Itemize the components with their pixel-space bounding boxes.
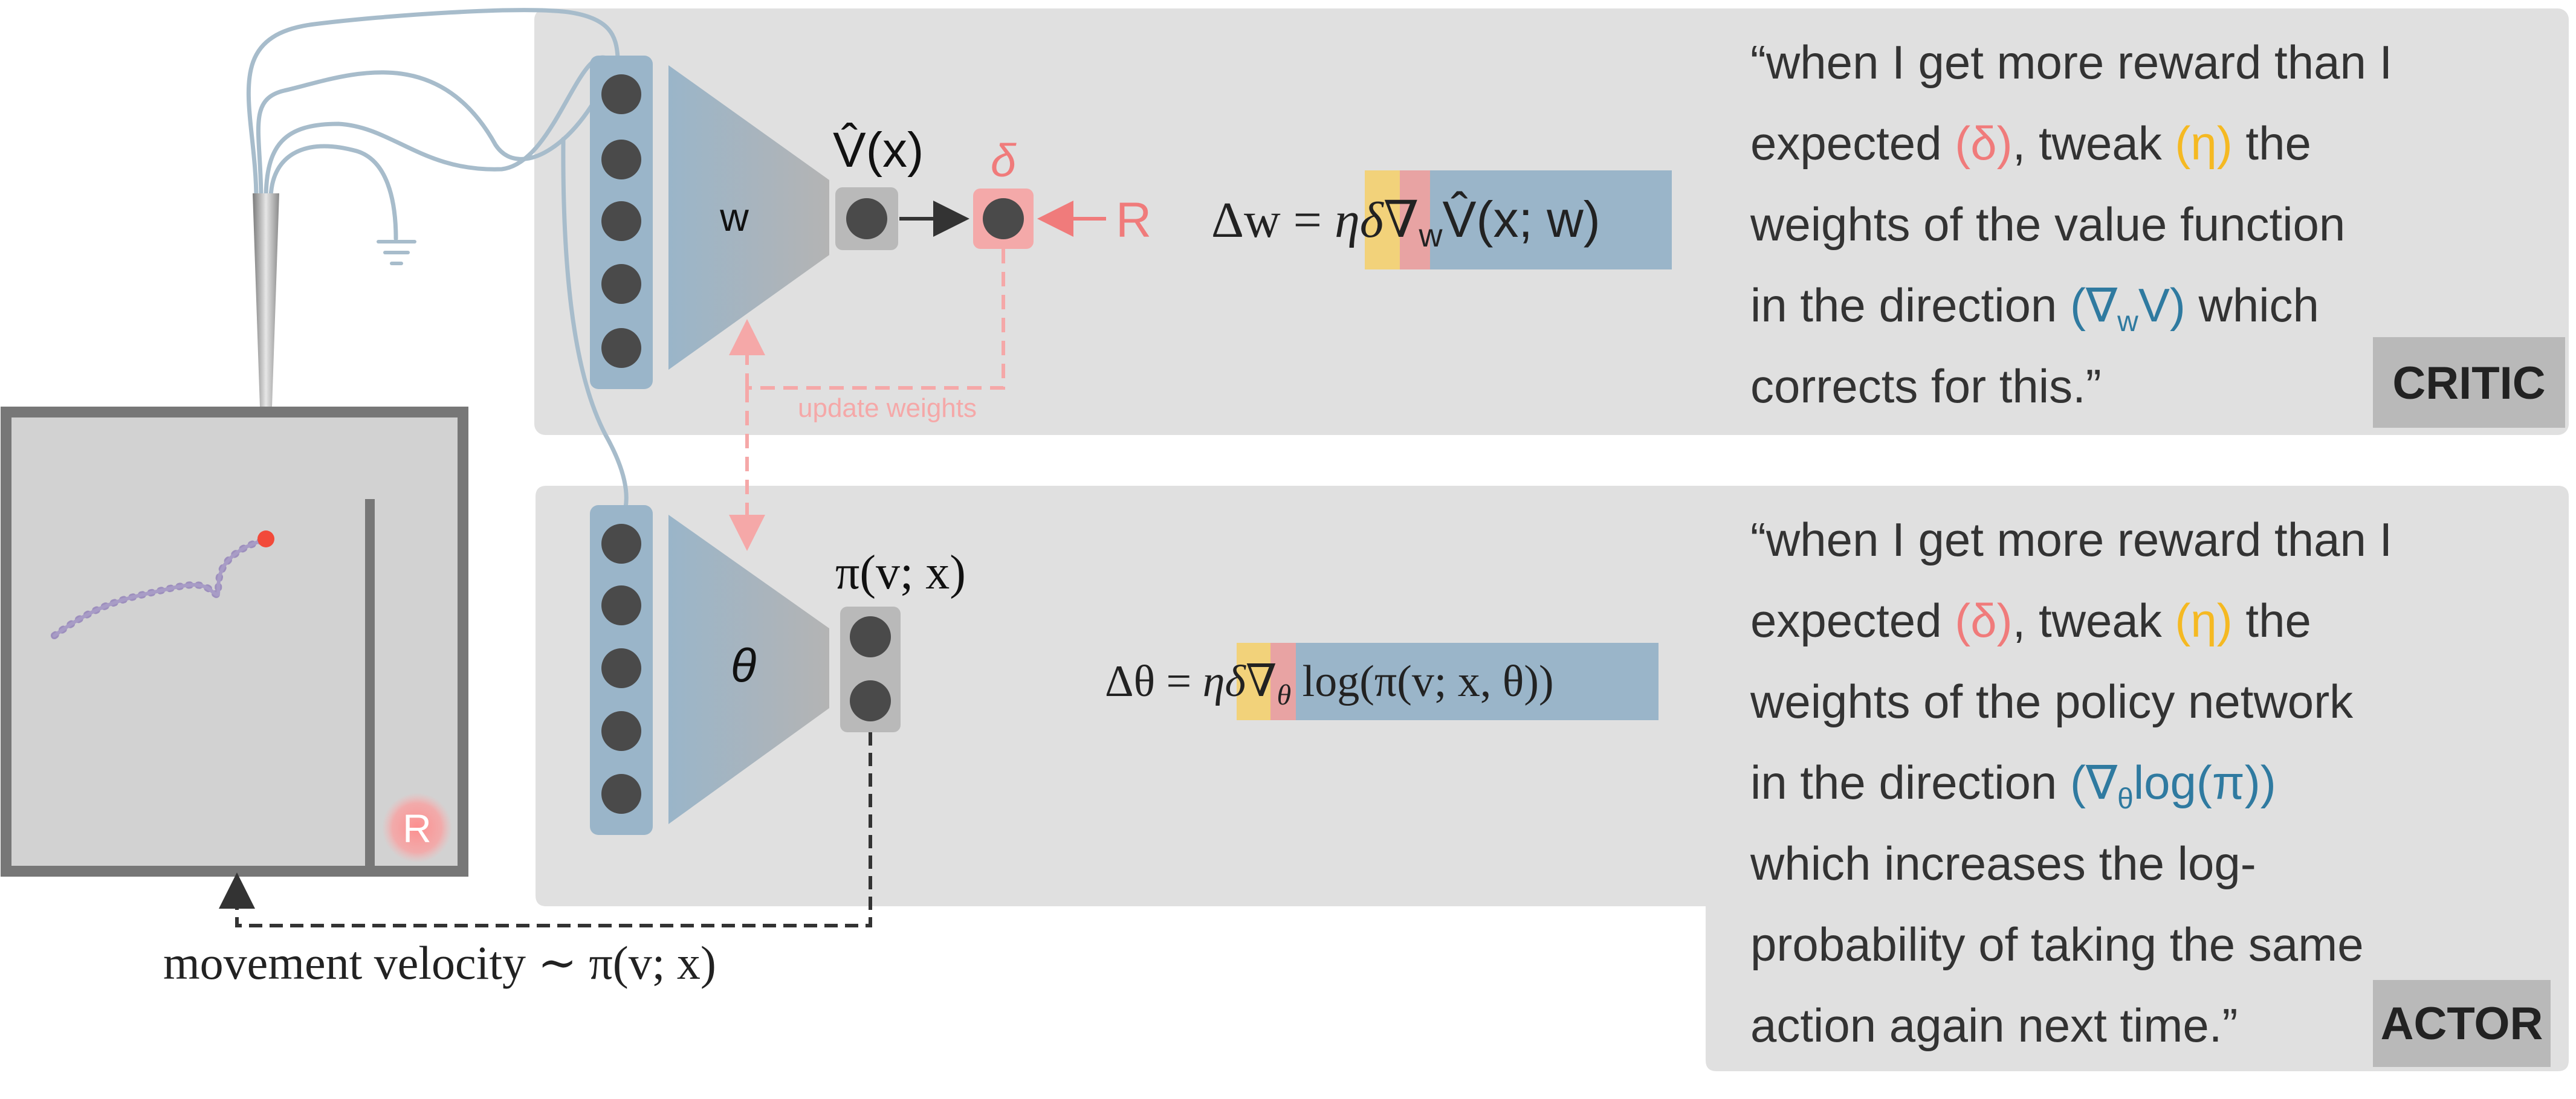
critic-quote: “when I get more reward than I expected … xyxy=(1750,36,2392,413)
critic-eq-grad-sub: w xyxy=(1418,218,1443,254)
update-weights-connector xyxy=(747,249,1005,390)
svg-text:expected (δ), tweak (η) the: expected (δ), tweak (η) the xyxy=(1750,117,2311,170)
actor-weights-trapezoid xyxy=(668,515,829,824)
critic-value-label: V̂(x) xyxy=(833,122,924,178)
probe-wires xyxy=(246,8,629,510)
arena-wall xyxy=(365,499,375,871)
ground-icon xyxy=(377,240,416,265)
critic-tag-box xyxy=(2373,337,2565,428)
animal-position xyxy=(257,530,274,547)
actor-eq-grad: ∇ xyxy=(1246,657,1277,706)
svg-text:“when I get more reward than I: “when I get more reward than I xyxy=(1750,513,2392,566)
critic-tag: CRITIC xyxy=(2392,358,2545,409)
trajectory xyxy=(51,535,270,639)
critic-reward-label: R xyxy=(1116,193,1151,248)
svg-text:corrects for this.”: corrects for this.” xyxy=(1750,359,2102,413)
actor-policy-node-1 xyxy=(850,616,891,657)
probe-icon xyxy=(253,193,279,532)
critic-eq-grad-rest: V̂(x; w) xyxy=(1442,191,1600,248)
svg-text:“when I get more reward than I: “when I get more reward than I xyxy=(1750,36,2392,89)
svg-text:Δw = ηδ∇wV̂(x; w): Δw = ηδ∇wV̂(x; w) xyxy=(1211,191,1600,254)
critic-weights-trapezoid xyxy=(668,65,829,370)
actor-policy-label: π(v; x) xyxy=(835,546,966,599)
actor-input-nodes xyxy=(601,524,641,814)
critic-eq-lhs: Δw = xyxy=(1211,192,1335,248)
actor-eq-eta: η xyxy=(1203,657,1225,706)
actor-eq-grad-sub: θ xyxy=(1277,679,1292,711)
actor-tag: ACTOR xyxy=(2381,998,2543,1049)
critic-equation: Δw = ηδ∇wV̂(x; w) xyxy=(1211,170,1672,269)
actor-eq-lhs: Δθ = xyxy=(1105,657,1203,706)
svg-text:weights of the value function: weights of the value function xyxy=(1750,198,2345,251)
critic-value-node xyxy=(846,198,887,239)
actor-panel xyxy=(536,486,2569,1071)
update-weights-label: update weights xyxy=(798,393,977,423)
svg-text:weights of the policy network: weights of the policy network xyxy=(1750,675,2354,728)
critic-weight-label: w xyxy=(719,195,749,239)
svg-text:expected (δ), tweak (η) the: expected (δ), tweak (η) the xyxy=(1750,594,2311,647)
actor-equation: Δθ = ηδ∇θ log(π(v; x, θ)) xyxy=(1105,643,1659,720)
svg-text:in the direction (∇θlog(π)): in the direction (∇θlog(π)) xyxy=(1750,756,2276,815)
critic-input-nodes xyxy=(601,74,641,368)
actor-eq-grad-rest: log(π(v; x, θ)) xyxy=(1291,657,1554,706)
arena-reward-label: R xyxy=(403,806,432,851)
arena-box xyxy=(1,407,468,877)
actor-policy-node-2 xyxy=(850,680,891,721)
actor-weight-label: θ xyxy=(731,639,756,692)
svg-text:in the direction (∇wV) which: in the direction (∇wV) which xyxy=(1750,279,2319,338)
actor-tag-box xyxy=(2373,980,2551,1067)
movement-velocity-label: movement velocity ∼ π(v; x) xyxy=(163,936,716,989)
svg-text:Δθ = ηδ∇θ log(π(v; x, θ)): Δθ = ηδ∇θ log(π(v; x, θ)) xyxy=(1105,657,1554,711)
critic-eq-eta: η xyxy=(1335,192,1360,248)
svg-text:which increases the log-: which increases the log- xyxy=(1750,837,2256,890)
svg-text:action again next time.”: action again next time.” xyxy=(1750,999,2238,1052)
action-connector xyxy=(219,732,872,927)
reward-glow xyxy=(382,793,452,863)
critic-eq-delta: δ xyxy=(1360,192,1385,248)
actor-eq-delta: δ xyxy=(1225,657,1247,706)
svg-text:probability of taking the same: probability of taking the same xyxy=(1750,918,2364,971)
delta-label: δ xyxy=(991,135,1017,187)
actor-quote: “when I get more reward than I expected … xyxy=(1750,513,2392,1052)
delta-node xyxy=(983,198,1024,239)
critic-eq-grad: ∇ xyxy=(1383,192,1419,248)
